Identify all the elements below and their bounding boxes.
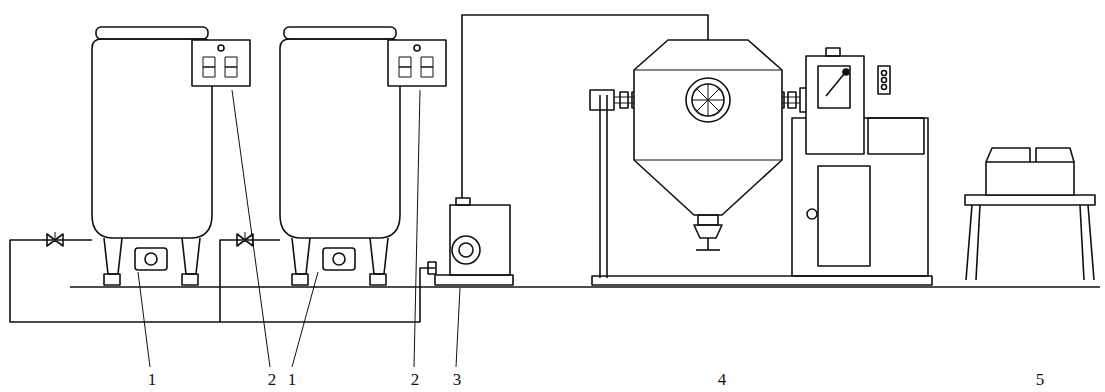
double-cone-dryer xyxy=(634,160,782,161)
double-cone-dryer xyxy=(868,118,924,154)
storage-tank xyxy=(323,248,355,270)
callout-number: 2 xyxy=(411,371,420,388)
meter-display xyxy=(192,40,250,86)
meter-display xyxy=(399,57,411,67)
meter-display xyxy=(225,67,237,77)
double-cone-dryer xyxy=(694,225,722,238)
callout-number: 4 xyxy=(718,371,727,388)
storage-tank xyxy=(370,274,386,285)
meter-display xyxy=(421,57,433,67)
callout-number: 3 xyxy=(453,371,462,388)
double-cone-dryer xyxy=(697,89,719,111)
double-cone-dryer xyxy=(599,95,601,278)
double-cone-dryer xyxy=(707,238,709,250)
double-cone-dryer xyxy=(882,78,887,83)
packing-table xyxy=(966,205,972,280)
double-cone-dryer xyxy=(818,166,870,266)
double-cone-dryer xyxy=(620,92,628,108)
storage-tank xyxy=(292,274,308,285)
double-cone-dryer xyxy=(826,48,840,56)
meter-display xyxy=(421,67,433,77)
double-cone-dryer xyxy=(634,40,782,215)
storage-tank xyxy=(370,238,388,274)
packing-table xyxy=(1088,205,1094,280)
storage-tank xyxy=(96,27,208,39)
storage-tank xyxy=(333,253,345,265)
double-cone-dryer xyxy=(807,209,817,219)
double-cone-dryer xyxy=(696,249,720,251)
callout-number: 1 xyxy=(148,371,157,388)
callout-number: 2 xyxy=(268,371,277,388)
leader-line xyxy=(414,90,420,367)
valve-symbol xyxy=(47,232,253,246)
storage-tank xyxy=(280,39,400,238)
double-cone-dryer xyxy=(818,66,850,108)
double-cone-dryer xyxy=(590,40,932,285)
packing-table xyxy=(965,195,1095,205)
packing-table xyxy=(986,162,1074,195)
pump xyxy=(459,243,473,257)
packing-table xyxy=(965,148,1095,280)
double-cone-dryer xyxy=(698,215,718,225)
storage-tank xyxy=(104,238,122,274)
storage-tank xyxy=(182,238,200,274)
storage-tank xyxy=(280,27,400,285)
storage-tank xyxy=(135,248,167,270)
leader-line xyxy=(292,272,318,367)
double-cone-dryer xyxy=(697,89,719,111)
double-cone-dryer xyxy=(606,95,608,278)
packing-table xyxy=(1036,148,1074,162)
leader-line xyxy=(232,90,270,367)
meter-display xyxy=(399,67,411,77)
meter-display xyxy=(203,57,215,67)
pipework xyxy=(220,240,280,322)
pump xyxy=(452,236,480,264)
valve-symbol xyxy=(55,232,56,240)
double-cone-dryer xyxy=(806,56,864,154)
storage-tank xyxy=(284,27,396,39)
floor-line xyxy=(70,287,1100,288)
meter-display xyxy=(218,45,224,51)
packing-table xyxy=(1080,205,1084,280)
leader-line xyxy=(138,272,150,367)
meter-display xyxy=(225,57,237,67)
meter-display xyxy=(203,67,215,77)
storage-tank xyxy=(104,274,120,285)
double-cone-dryer xyxy=(692,84,724,116)
double-cone-dryer xyxy=(826,74,844,96)
leader-line xyxy=(456,288,460,367)
valve-symbol xyxy=(245,232,246,240)
packing-table xyxy=(986,148,1030,162)
leader-line xyxy=(138,90,460,367)
double-cone-dryer xyxy=(882,85,887,90)
storage-tank xyxy=(182,274,198,285)
pump xyxy=(435,275,513,285)
meter-display xyxy=(388,40,446,86)
meter-display xyxy=(192,40,250,86)
pump xyxy=(456,198,470,205)
pump xyxy=(428,198,513,285)
double-cone-dryer xyxy=(843,69,849,75)
storage-tank xyxy=(292,238,310,274)
double-cone-dryer xyxy=(592,276,932,285)
meter-display xyxy=(388,40,446,86)
double-cone-dryer xyxy=(788,92,796,108)
meter-display xyxy=(414,45,420,51)
storage-tank xyxy=(145,253,157,265)
pump xyxy=(428,262,436,274)
double-cone-dryer xyxy=(878,66,890,94)
packing-table xyxy=(976,205,980,280)
floor-line xyxy=(70,286,1100,288)
callout-number: 5 xyxy=(1036,371,1045,388)
double-cone-dryer xyxy=(686,78,730,122)
double-cone-dryer xyxy=(634,70,782,71)
double-cone-dryer xyxy=(590,90,614,110)
pump xyxy=(450,205,510,275)
double-cone-dryer xyxy=(882,71,887,76)
callout-number: 1 xyxy=(288,371,297,388)
